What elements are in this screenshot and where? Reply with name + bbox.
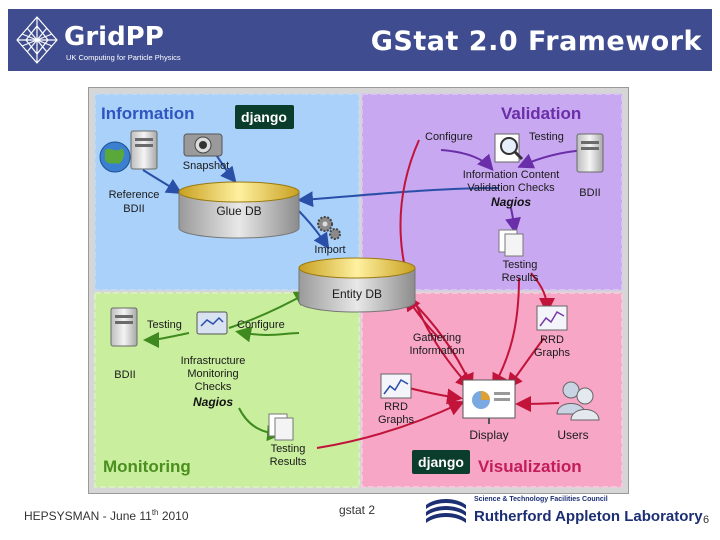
users-label: Users <box>557 428 588 442</box>
reference-bdii-server-icon <box>130 130 158 170</box>
arrow-validation-display <box>399 139 472 389</box>
camera-icon <box>183 133 223 157</box>
glue-db-label: Glue DB <box>216 204 261 218</box>
monitor-screen-icon <box>196 311 228 335</box>
arrow-nagios-results <box>505 207 521 234</box>
info-content-label-2: Validation Checks <box>467 182 555 194</box>
information-title: Information <box>101 104 195 123</box>
monitoring-bdii-server-icon <box>110 307 138 347</box>
brand-subtitle: UK Computing for Particle Physics <box>66 53 181 62</box>
django-label-info: django <box>241 109 287 125</box>
framework-diagram: Information Validation Monitoring Visual… <box>88 87 629 494</box>
snapshot-label: Snapshot <box>183 160 229 172</box>
display-presentation-icon <box>462 379 516 424</box>
testing-mon-label: Testing <box>147 319 182 331</box>
page-title: GStat 2.0 Framework <box>370 26 702 57</box>
footer-event-tail: 2010 <box>158 509 189 523</box>
rrd-right-label-1: RRD <box>540 334 564 346</box>
magnifier-doc-icon <box>494 133 524 163</box>
reference-bdii-label: BDII <box>123 203 144 215</box>
gridpp-logo-icon <box>16 16 58 64</box>
configure-val-label: Configure <box>425 131 473 143</box>
infra-label-1: Infrastructure <box>181 355 246 367</box>
ral-org-small: Science & Technology Facilities Council <box>474 496 608 503</box>
stfc-emblem-icon <box>426 499 466 523</box>
arrow-results-display <box>492 277 520 390</box>
testing-results-val-label-2: Results <box>502 272 539 284</box>
arrow-bdii-glue <box>142 169 183 195</box>
django-badge-vis <box>412 450 470 474</box>
testing-results-val-label-1: Testing <box>503 259 538 271</box>
entity-db-label: Entity DB <box>332 287 382 301</box>
bdii-mon-label: BDII <box>114 369 135 381</box>
testing-results-mon-label-2: Results <box>270 456 307 468</box>
testing-val-label: Testing <box>529 131 564 143</box>
import-label: Import <box>314 244 345 256</box>
footer-event: HEPSYSMAN - June 11th 2010 <box>24 508 189 523</box>
footer-event-sup: th <box>151 508 159 517</box>
monitoring-title: Monitoring <box>103 457 191 476</box>
glue-db-icon <box>178 181 300 239</box>
footer-topic: gstat 2 <box>339 503 376 517</box>
infra-label-3: Checks <box>195 381 232 393</box>
arrow-mon-results-display <box>316 400 465 449</box>
django-badge-info <box>235 105 294 129</box>
bdii-val-label: BDII <box>579 187 600 199</box>
arrow-users-display <box>515 395 560 412</box>
validation-bdii-server-icon <box>576 133 604 173</box>
gathering-label-1: Gathering <box>413 332 461 344</box>
rrd-left-label-2: Graphs <box>378 414 415 426</box>
testing-results-mon-label-1: Testing <box>271 443 306 455</box>
arrow-rrd-left-display <box>408 387 463 405</box>
configure-mon-label: Configure <box>237 319 285 331</box>
rrd-right-label-2: Graphs <box>534 347 571 359</box>
nagios-val-label: Nagios <box>491 195 531 209</box>
arrow-testing-mon <box>143 331 190 348</box>
ral-org-name: Rutherford Appleton Laboratory <box>474 508 703 525</box>
info-content-label-1: Information Content <box>463 169 560 181</box>
rrd-right-chart-icon <box>536 305 568 331</box>
visualization-title: Visualization <box>478 457 582 476</box>
arrow-validation-glue <box>297 187 500 208</box>
nagios-mon-label: Nagios <box>193 395 233 409</box>
testing-results-mon-doc-icon <box>268 413 294 441</box>
gathering-label-2: Information <box>409 345 464 357</box>
page-number: 6 <box>703 514 710 526</box>
import-gears-icon <box>317 216 341 240</box>
django-label-vis: django <box>418 454 464 470</box>
infra-label-2: Monitoring <box>187 368 238 380</box>
rrd-left-chart-icon <box>380 373 412 399</box>
testing-results-val-doc-icon <box>498 229 524 257</box>
users-icon <box>556 381 600 421</box>
arrow-configure-mon <box>235 326 300 343</box>
arrow-configure-val <box>440 149 494 172</box>
rrd-left-label-1: RRD <box>384 401 408 413</box>
footer-event-main: HEPSYSMAN - June 11 <box>24 509 152 523</box>
brand-name: GridPP <box>64 22 164 52</box>
ral-logo: Science & Technology Facilities Council … <box>424 495 704 529</box>
display-label: Display <box>469 428 508 442</box>
reference-label: Reference <box>109 189 160 201</box>
globe-icon <box>99 141 131 173</box>
entity-db-icon <box>298 257 416 313</box>
slide-header: GridPP UK Computing for Particle Physics… <box>8 9 712 71</box>
validation-title: Validation <box>501 104 581 123</box>
